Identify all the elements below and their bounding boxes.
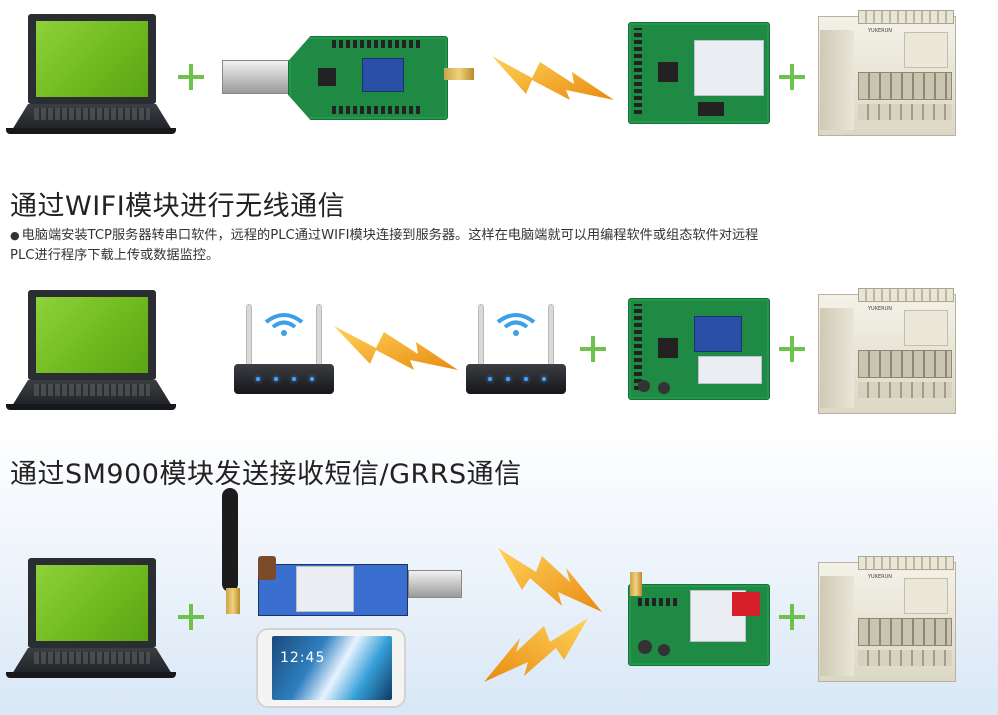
- section-heading-sm900: 通过SM900模块发送接收短信/GRRS通信: [10, 459, 522, 490]
- description-line-2: PLC进行程序下载上传或数据监控。: [10, 248, 220, 263]
- wifi-signal-icon: [496, 313, 536, 336]
- plus-icon: [178, 64, 204, 90]
- plus-icon: [580, 336, 606, 362]
- usb-serial-adapter-board: [222, 30, 480, 128]
- description-line-1: 电脑端安装TCP服务器转串口软件，远程的PLC通过WIFI模块连接到服务器。这样…: [21, 228, 759, 243]
- wifi-signal-icon: [264, 313, 304, 336]
- lightning-bolt-icon: [492, 56, 614, 100]
- wifi-module-board: [628, 22, 770, 124]
- section-description-wifi: ●电脑端安装TCP服务器转串口软件，远程的PLC通过WIFI模块连接到服务器。这…: [10, 226, 758, 266]
- wifi-module-board: [628, 298, 770, 400]
- lightning-bolt-icon: [498, 548, 602, 612]
- lightning-bolt-icon: [334, 326, 458, 370]
- section-heading-wifi: 通过WIFI模块进行无线通信: [10, 191, 346, 222]
- sim-label-icon: [732, 592, 760, 616]
- sm900-gsm-board: [628, 572, 770, 666]
- bullet-icon: ●: [10, 229, 20, 242]
- plus-icon: [779, 336, 805, 362]
- laptop-icon: [6, 558, 176, 680]
- sm900-usb-module: [218, 488, 462, 628]
- plc-controller: YUKERUN: [818, 556, 956, 682]
- antenna-icon: [222, 488, 238, 592]
- laptop-icon: [6, 14, 176, 136]
- plc-controller: YUKERUN: [818, 10, 956, 136]
- plus-icon: [178, 604, 204, 630]
- plc-controller: YUKERUN: [818, 288, 956, 414]
- plus-icon: [779, 604, 805, 630]
- wifi-router-icon: [234, 304, 334, 404]
- lightning-bolt-icon: [484, 618, 588, 682]
- smartphone-icon: 12:45: [256, 628, 406, 708]
- laptop-icon: [6, 290, 176, 412]
- wifi-router-icon: [466, 304, 566, 404]
- phone-clock: 12:45: [280, 650, 326, 666]
- plus-icon: [779, 64, 805, 90]
